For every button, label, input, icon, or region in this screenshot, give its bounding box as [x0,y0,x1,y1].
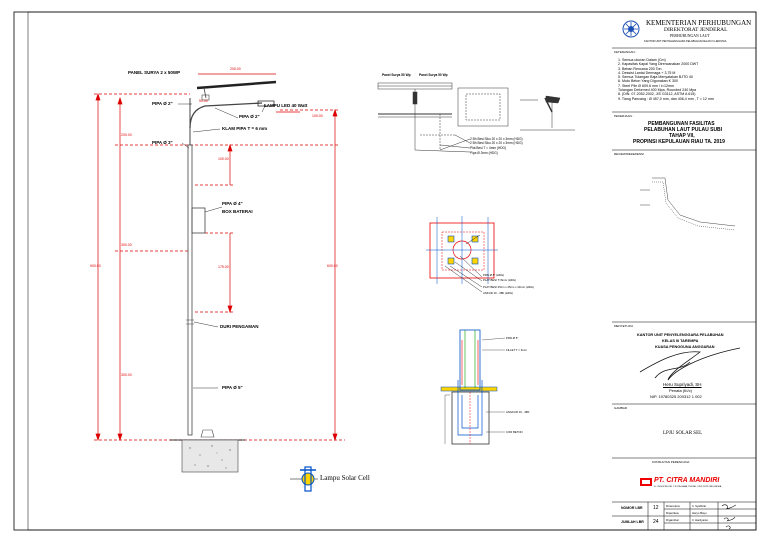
base-note-2: PLAT BESI T=6mm (HDG) [483,278,517,282]
review-label: REVIEW/REFERENSI [614,152,644,156]
sheet-number-label: NOMOR LBR [621,506,643,510]
dim-left-1: 200.00 [121,133,132,137]
dim-left-3: 300.00 [121,373,132,377]
pipe-3-label: PIPA Ø 3" [152,140,173,145]
legend-title: Lampu Solar Cell [320,474,370,482]
review-sketch [640,177,736,231]
panel-left-label: Panel Surya 50 Wp [382,73,411,77]
legend [290,466,318,492]
note-item: 4. Dessist Lantai Dermaga + 3,75 M [618,70,676,75]
solar-panel-label: PANEL SURYA 2 x 50WP [128,70,181,75]
approved-by: Ir. Hardyanto [692,518,709,522]
note-item: Tulangan Deformed 400 Mpa, Rounded 240 M… [618,88,697,93]
drawn-label: Direncana [666,504,680,508]
notes-title: KETERANGAN : [614,50,637,54]
ministry-name: KEMENTERIAN PERHUBUNGAN [646,19,752,27]
bracket-note-4: Pipa Ø 2mm (HDG) [470,151,498,155]
approved-label: Digambar [666,518,680,522]
checked-by: Haryo Bayu [692,511,707,515]
approve-label: MENYETUJUI [614,324,634,328]
consultant-label: KONSULTAN PERENCANA [652,460,690,464]
base-plate-detail [426,216,498,293]
signer-nip: NIP. 19780325 200312 1 002 [650,394,702,399]
foundation-detail [440,329,506,445]
sheet-count-value: 24 [653,519,659,525]
checked-label: Diperiksa [666,511,679,515]
foundation-note-2: FILLET T = 6mm [506,348,527,352]
project-line-1: PEMBANGUNAN FASILITAS [648,121,715,127]
dim-inner-1: 100.00 [218,157,229,161]
note-item: 9. Tiang Pancang : Ø 457,0 mm, dan 406,4… [618,96,714,101]
signer-name: Heru Supriyadi, SH [663,382,702,387]
dim-arm-right: 100.00 [312,114,323,118]
dim-left-2: 300.00 [121,243,132,247]
dim-inner-2: 175.00 [218,265,229,269]
drawn-by: Ir. Syafrizal [692,504,706,508]
pipe-5-label: PIPA Ø 5" [222,385,243,390]
signature [639,347,741,381]
note-item: 5. Semua Tulangan Baja Menyatakan BJTD 4… [618,75,693,80]
note-item: 6. Mutu Beton Yang Digunakan K 300 [618,79,679,84]
dim-top: 200.00 [230,67,241,71]
bracket-note-3: Plat Besi T = 4mm (HDG) [470,146,507,150]
foundation-note-4: COR BETON [506,430,523,434]
drawing-label: GAMBAR [614,406,628,410]
foundation-note-1: PIPA Ø 5" [506,336,519,340]
pipe-2-arm-label: PIPA Ø 2" [239,114,260,119]
dim-arm: 50.00 [199,99,208,103]
pole-elevation [94,73,345,473]
signer-rank: Penata (III/c) [669,388,692,393]
project-line-2: PELABUHAN LAUT PULAU SUBI [644,127,723,133]
spikes-label: DURI PENGAMAN [220,324,259,329]
pipe-4-label: PIPA Ø 4" [222,201,243,206]
note-item: 8. (DIN. 07-2052-2002, JIS G3112, ASTM A… [618,92,696,97]
directorate-sub: PERHUBUNGAN LAUT [670,34,710,38]
project-line-4: PROPINSI KEPULAUAN RIAU TA. 2019 [633,139,725,145]
ministry-logo [622,20,640,38]
consultant-sub: JL. INDUSTRI KM. 7 KOTA LAMA, PHONE: 075… [654,486,722,488]
note-item: 3. Beban Rencana 200 Ton [618,66,662,71]
panel-right-label: Panel Surya 50 Wp [419,73,448,77]
project-line-3: TAHAP VII, [669,133,695,139]
battery-box-label: BOX BATERAI [222,209,253,214]
note-item: 2. Kapasitas Kapal Yang Direncanakan 200… [618,62,699,67]
directorate-name: DIREKTORAT JENDERAL [664,27,728,33]
approve-office-3: KUASA PENGGUNA ANGGARAN [655,345,715,349]
sheet-number-value: 12 [653,505,659,511]
panel-bracket-detail [377,82,575,153]
consultant-name: PT. CITRA MANDIRI [654,477,720,484]
title-block-lines [612,47,756,530]
bracket-note-2: 2 Bh Besi Siku 20 x 20 x 3mm (HDG) [470,141,523,145]
office-name: KANTOR UNIT PENYELENGGARA PELABUHAN KELA… [644,40,727,43]
note-item: 7. Steel Pile Ø 609.6 mm / t=12mm [618,83,675,88]
bracket-note-1: 2 Bh Besi Siku 20 x 20 x 3mm (HDG) [470,137,523,141]
drawing-name: LPJU SOLAR SEL [663,431,703,436]
clamp-label: KLAM PIPA T = 6 mm [222,126,268,131]
dim-total-left: 900.00 [90,264,101,268]
approve-office-2: KELAS III TAREMPA [662,339,699,343]
sheet-count-label: JUMLAH LBR [621,520,644,524]
pipe-2-top-label: PIPA Ø 2" [152,101,173,106]
dim-total-right: 600.00 [327,264,338,268]
led-lamp-label: LAMPU LED 40 Watt [264,103,308,108]
foundation-note-3: ANGKUR 16 - 4Bh [506,410,530,414]
base-note-3: PLAT BESI 25cm x 25cm x 10mm (HDG) [483,285,534,289]
base-note-1: PIPA Ø 5" (HDG) [483,273,505,277]
project-label: PEKERJAAN : [614,114,634,118]
consultant-logo [640,478,652,486]
note-item: 1. Semua ukuran Dalam (Cm) [618,58,666,62]
base-note-4: ANKUR 16 - 4Bh (HDG) [483,291,513,295]
initials [721,504,737,530]
approve-office-1: KANTOR UNIT PENYELENGGARA PELABUHAN [637,333,724,337]
notes-list: 1. Semua ukuran Dalam (Cm) 2. Kapasitas … [618,58,714,101]
